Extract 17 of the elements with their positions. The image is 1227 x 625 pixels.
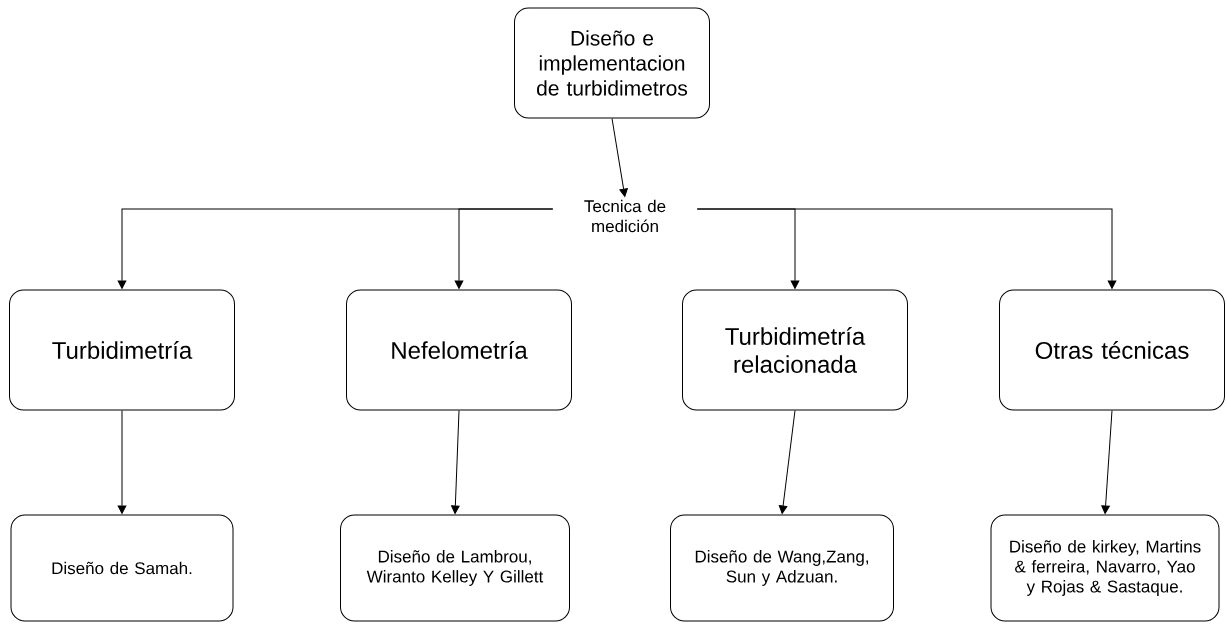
process-box: Diseño de Wang,Zang, Sun y Adzuan. [670,514,894,622]
process-box: Turbidimetría [9,289,235,411]
process-box: Diseño e implementacion de turbidimetros [514,7,710,119]
arrow [611,118,628,197]
process-box: Nefelometría [346,289,572,411]
branch-label: Tecnica de medición [584,199,666,233]
arrow [1101,410,1113,514]
process-box: Diseño de kirkey, Martins & ferreira, Navarro, Yao y Rojas & Sastaque. [990,514,1220,622]
arrow [451,410,460,514]
process-box: Otras técnicas [999,289,1225,411]
process-box: Diseño de Samah. [10,514,234,622]
arrow [778,410,796,514]
process-box: Diseño de Lambrou, Wiranto Kelley Y Gillett [340,514,570,622]
process-box: Turbidimetría relacionada [682,289,908,411]
arrow [454,208,554,289]
arrow [117,410,127,514]
arrow [696,208,1117,289]
